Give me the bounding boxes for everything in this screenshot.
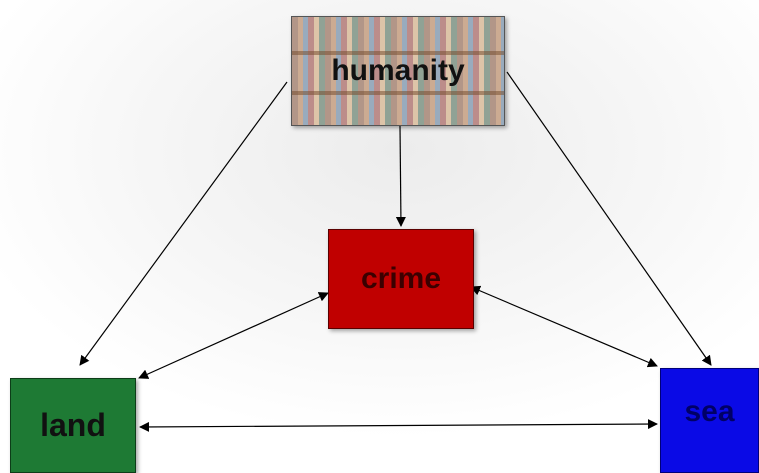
bookshelf-board	[292, 51, 504, 55]
node-sea: sea	[660, 368, 759, 473]
edge-crime-land	[138, 292, 329, 379]
node-humanity: humanity	[291, 16, 505, 126]
node-humanity-label: humanity	[331, 54, 465, 87]
edge-humanity-land	[79, 81, 288, 366]
node-sea-label: sea	[684, 395, 735, 428]
node-crime: crime	[328, 229, 474, 329]
bookshelf-board	[292, 91, 504, 95]
node-land: land	[10, 378, 136, 473]
edge-crime-sea	[470, 285, 658, 368]
edge-land-sea	[139, 419, 658, 432]
edge-humanity-sea	[506, 71, 712, 366]
node-crime-label: crime	[360, 262, 442, 295]
edge-humanity-crime	[395, 125, 406, 227]
node-land-label: land	[40, 407, 106, 443]
